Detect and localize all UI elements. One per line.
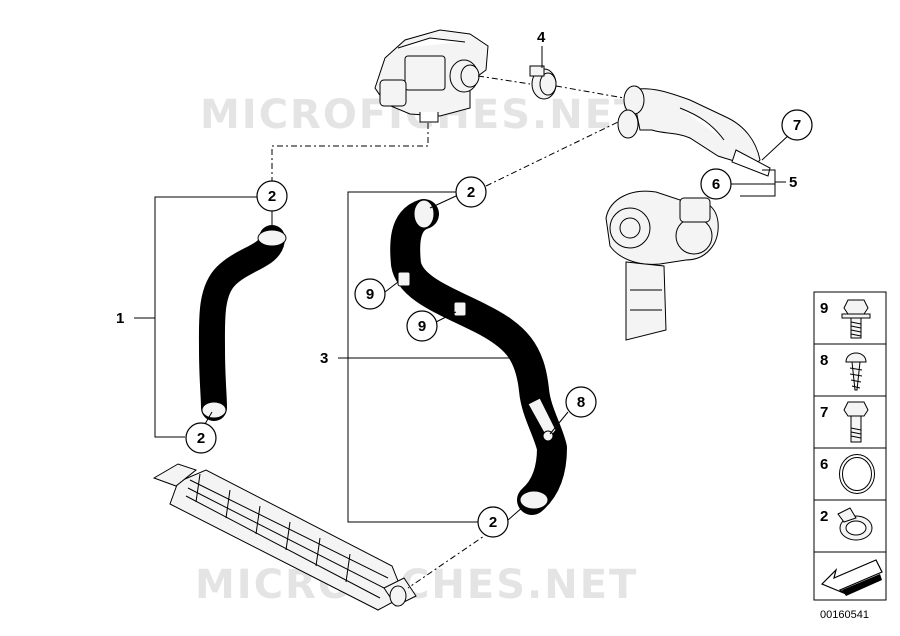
dashed-intercooler [407, 531, 491, 589]
leader-7 [761, 133, 791, 161]
hose-clamp-icon [837, 507, 873, 541]
svg-text:2: 2 [489, 514, 497, 531]
svg-text:8: 8 [577, 394, 585, 411]
legend-item-6: 6 [820, 456, 828, 473]
svg-text:2: 2 [268, 188, 276, 205]
legend-item-9: 9 [820, 300, 828, 317]
dashed-throttle-clamp [477, 75, 531, 85]
callout-9-lower: 9 [406, 310, 438, 342]
label-4: 4 [537, 29, 546, 46]
dashed-clamp-pipe [555, 85, 625, 99]
watermark-bottom: MICROFICHES.NET [195, 562, 638, 608]
hose-3-drawing [390, 199, 567, 515]
svg-text:9: 9 [366, 286, 374, 303]
legend-item-7: 7 [820, 404, 828, 421]
charge-air-pipe-drawing [617, 85, 771, 177]
svg-text:2: 2 [467, 184, 475, 201]
legend-item-8: 8 [820, 352, 828, 369]
leader-2d [507, 505, 525, 521]
legend-item-2: 2 [820, 508, 828, 525]
dashed-hose3-pipe [485, 121, 619, 187]
callout-2-hose1-top: 2 [256, 180, 288, 212]
flange-bolt-icon [841, 299, 871, 339]
intercooler-drawing [152, 463, 417, 611]
svg-text:7: 7 [793, 117, 801, 134]
seal-ring-icon [839, 454, 875, 494]
callout-2-hose1-bottom: 2 [185, 422, 217, 454]
leader-9a [384, 281, 399, 293]
sheet-metal-screw-icon [845, 352, 867, 391]
callout-9-upper: 9 [354, 278, 386, 310]
turbocharger-drawing [605, 190, 719, 341]
hose-clamp-drawing [529, 65, 557, 100]
label-1: 1 [116, 310, 124, 327]
leader-9b [435, 311, 457, 323]
parts-legend: 9 8 7 6 2 [813, 291, 887, 601]
callout-8: 8 [565, 386, 597, 418]
svg-text:9: 9 [418, 318, 426, 335]
leader-1 [134, 196, 258, 438]
leader-3 [338, 191, 514, 523]
direction-arrow-icon [820, 559, 883, 596]
hose-1-drawing [198, 225, 287, 421]
svg-text:2: 2 [197, 430, 205, 447]
label-5: 5 [789, 174, 797, 191]
leader-2b [204, 411, 213, 425]
leader-8 [549, 411, 569, 435]
dashed-hose1-throttle [271, 122, 429, 225]
svg-text:6: 6 [712, 176, 720, 193]
throttle-body-drawing [374, 29, 489, 123]
hex-bolt-icon [843, 401, 869, 443]
callout-6: 6 [700, 168, 732, 200]
callout-7: 7 [781, 109, 813, 141]
callout-2-hose3-bottom: 2 [477, 506, 509, 538]
leader-2c [429, 195, 457, 209]
leader-6-5 [730, 169, 786, 197]
label-3: 3 [320, 350, 328, 367]
catalog-number: 00160541 [820, 609, 869, 621]
callout-2-hose3-top: 2 [455, 176, 487, 208]
